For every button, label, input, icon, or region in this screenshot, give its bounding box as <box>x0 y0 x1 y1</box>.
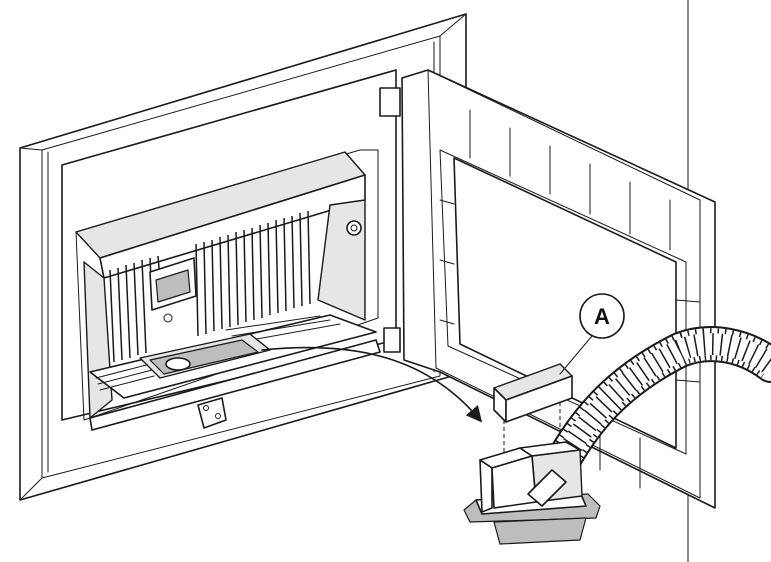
removal-arrow <box>261 346 483 423</box>
center-panel <box>149 257 197 323</box>
control-knob-icon <box>346 220 362 236</box>
heat-exchanger-fins <box>109 210 311 363</box>
filter-part-a <box>493 363 573 423</box>
callout-a-label: A <box>594 304 610 329</box>
grate-floor <box>89 314 377 399</box>
vacuum-hose <box>530 326 771 508</box>
callout-a: A <box>559 293 625 375</box>
bottom-lintel <box>89 339 381 431</box>
vacuum-nozzle <box>527 469 567 507</box>
open-door <box>379 69 716 509</box>
